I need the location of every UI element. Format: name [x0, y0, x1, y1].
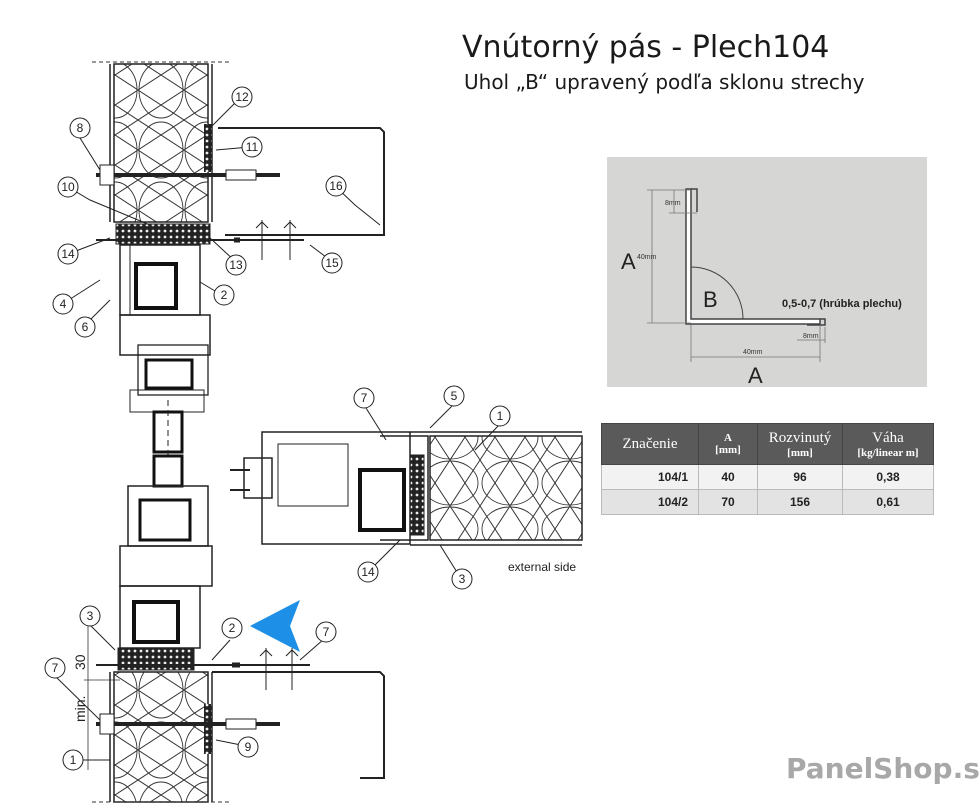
svg-text:2: 2	[221, 288, 228, 302]
external-side-label: external side	[508, 560, 576, 574]
callout-7-lower	[315, 621, 337, 643]
svg-text:14: 14	[361, 565, 375, 579]
svg-text:1: 1	[497, 409, 504, 423]
page-subtitle: Uhol „B“ upravený podľa sklonu strechy	[464, 70, 865, 94]
upper-sill	[96, 220, 304, 260]
page-title: Vnútorný pás - Plech104	[462, 30, 830, 65]
dim-side-label: 40mm	[637, 254, 657, 261]
dim-bottom-label: 40mm	[743, 349, 763, 356]
table-row: 104/2 70 156 0,61	[601, 489, 934, 515]
callout-7-side	[353, 387, 375, 409]
table-header-a: A[mm]	[698, 423, 758, 465]
dim-top-hem-label: 8mm	[665, 200, 681, 207]
callout-14	[57, 243, 79, 265]
svg-text:2: 2	[229, 621, 236, 635]
table-header-code: Značenie	[601, 423, 699, 465]
callout-12	[231, 86, 253, 108]
callout-10	[57, 176, 79, 198]
svg-text:11: 11	[246, 140, 259, 154]
profile-bottom-hem	[807, 318, 826, 326]
dim-min-label: min.	[72, 696, 88, 722]
callout-6	[74, 316, 96, 338]
callout-11	[241, 136, 263, 158]
svg-text:1: 1	[70, 753, 77, 767]
brand-logo: PanelShop.sk	[786, 752, 980, 785]
callout-7-left	[44, 657, 66, 679]
svg-text:13: 13	[229, 258, 243, 272]
svg-text:12: 12	[235, 90, 249, 104]
svg-text:10: 10	[61, 180, 75, 194]
callout-2-lower	[221, 617, 243, 639]
callout-14-side	[357, 561, 379, 583]
callout-9	[237, 736, 259, 758]
callout-5	[443, 385, 465, 407]
svg-text:7: 7	[323, 625, 330, 639]
angle-arc	[690, 266, 744, 320]
lower-flashing	[96, 648, 385, 779]
label-a-side: A	[621, 249, 636, 274]
svg-text:7: 7	[361, 391, 368, 405]
profile-top-hem	[691, 188, 698, 212]
svg-text:6: 6	[82, 320, 89, 334]
callout-8	[69, 117, 91, 139]
svg-text:3: 3	[459, 572, 466, 586]
dim-bottom-hem-label: 8mm	[803, 333, 819, 340]
callout-1	[62, 749, 84, 771]
flashing-top	[218, 127, 385, 236]
table-header-developed: Rozvinutý[mm]	[757, 423, 843, 465]
svg-text:5: 5	[451, 389, 458, 403]
svg-text:4: 4	[60, 297, 67, 311]
table-header-weight: Váha[kg/linear m]	[842, 423, 934, 465]
thickness-note: 0,5-0,7 (hrúbka plechu)	[782, 298, 902, 310]
callout-16	[325, 175, 347, 197]
svg-text:9: 9	[245, 740, 252, 754]
upper-wall-panel	[92, 61, 280, 223]
upper-window-frame	[119, 244, 211, 488]
callout-15	[321, 252, 343, 274]
lower-window-frame	[117, 485, 213, 671]
label-b: B	[703, 287, 718, 312]
lower-wall-panel	[84, 620, 280, 803]
callout-4	[52, 293, 74, 315]
section-drawing: 8 12 11 16 10 14 13 15 2 4 6 7 5 1 14 3 …	[44, 61, 583, 803]
callout-3-side	[451, 568, 473, 590]
dim-30-label: 30	[72, 654, 88, 670]
svg-text:15: 15	[325, 256, 339, 270]
callout-3	[79, 605, 101, 627]
svg-text:14: 14	[61, 247, 75, 261]
table-row: 104/1 40 96 0,38	[601, 464, 934, 490]
pointer-arrow	[250, 600, 300, 652]
svg-text:7: 7	[52, 661, 59, 675]
profile-drawing-panel: 8mm 40mm 40mm 8mm A B A 0,5-0,7 (hrúbka …	[607, 157, 927, 388]
side-section	[230, 431, 583, 546]
callout-13	[225, 254, 247, 276]
spec-table: Značenie A[mm] Rozvinutý[mm] Váha[kg/lin…	[601, 423, 934, 515]
label-a-bottom: A	[748, 363, 763, 387]
callout-1-side	[489, 405, 511, 427]
svg-text:8: 8	[77, 121, 84, 135]
callout-2	[213, 284, 235, 306]
svg-text:16: 16	[329, 179, 343, 193]
svg-text:3: 3	[87, 609, 94, 623]
profile-drawing: 8mm 40mm 40mm 8mm A B A 0,5-0,7 (hrúbka …	[621, 188, 902, 388]
